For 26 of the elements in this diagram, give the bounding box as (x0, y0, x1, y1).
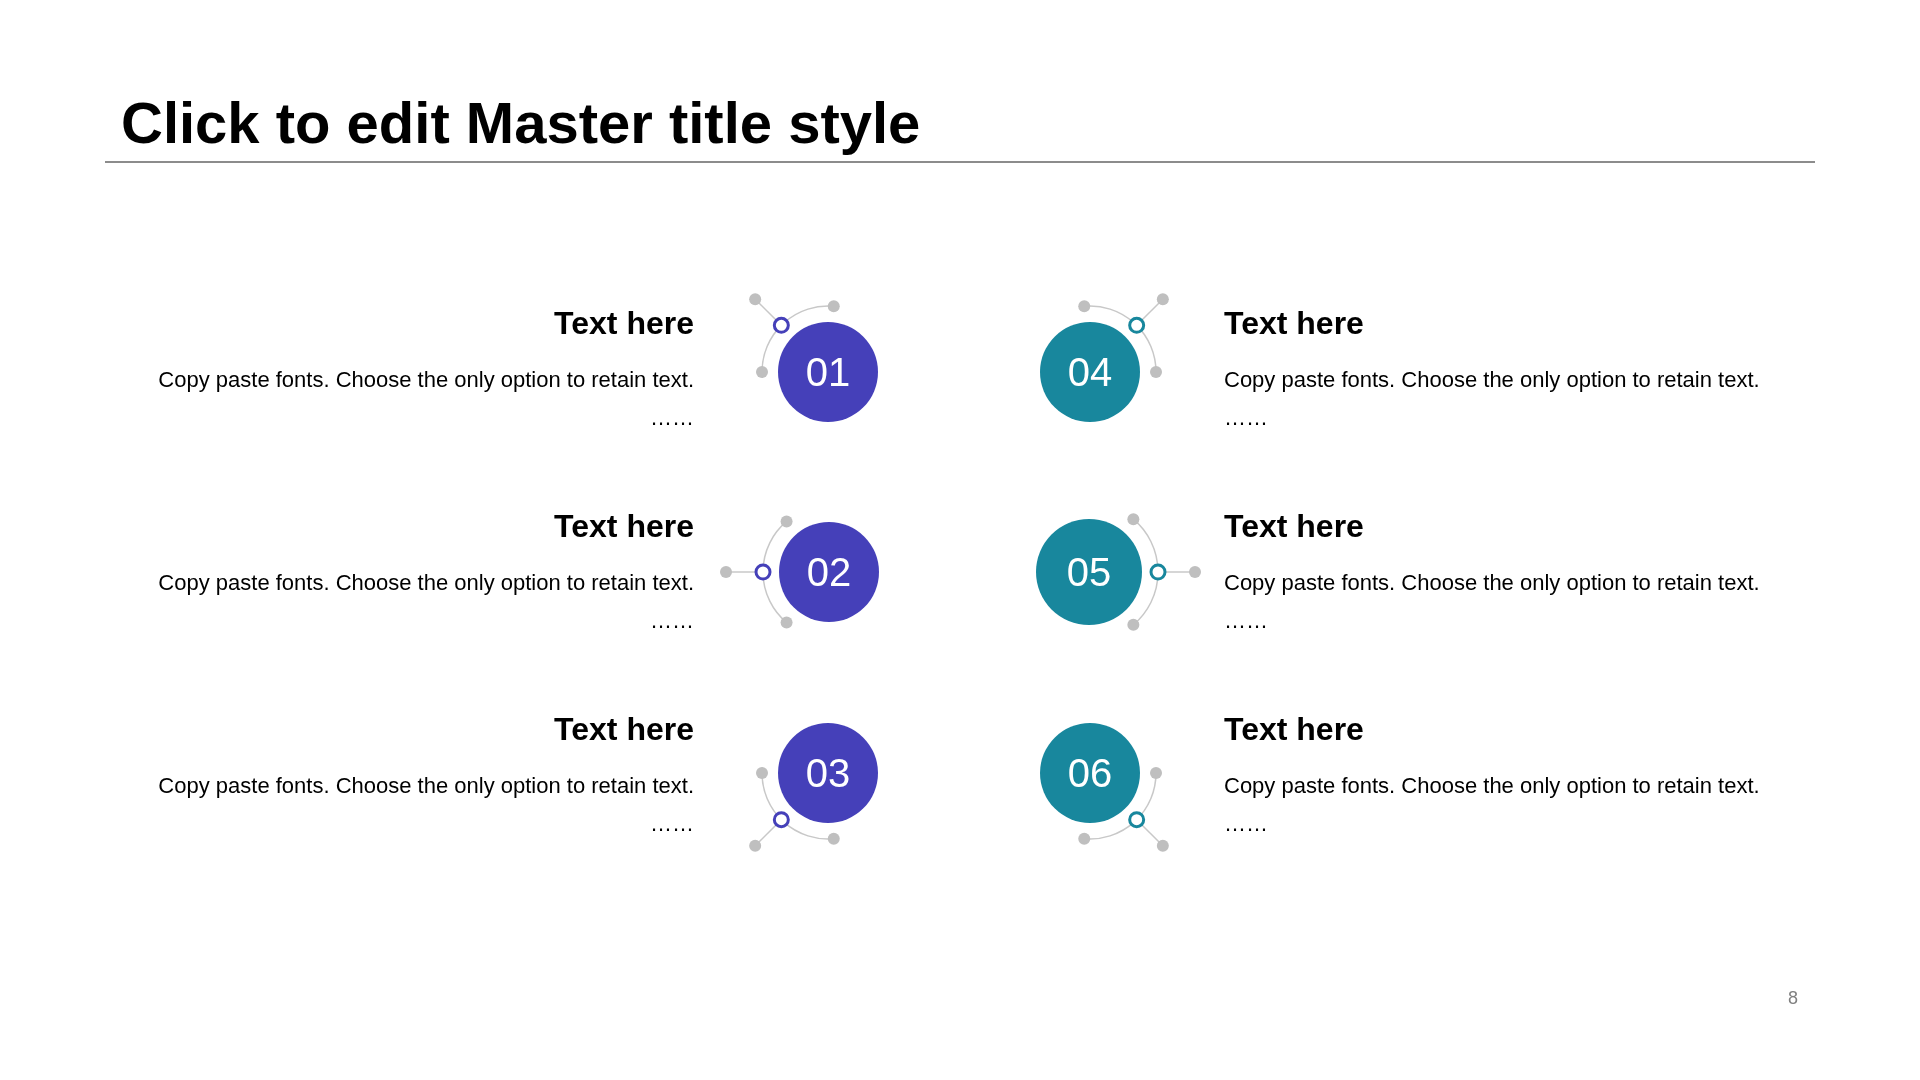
item-heading: Text here (1224, 305, 1364, 342)
ellipsis-text: …… (1224, 405, 1268, 431)
item-heading: Text here (1224, 508, 1364, 545)
step-number: 03 (805, 753, 851, 793)
ellipsis-text: …… (1224, 811, 1268, 837)
step-number: 04 (1067, 352, 1113, 392)
item-description: Copy paste fonts. Choose the only option to retain text. (158, 367, 694, 393)
step-number: 06 (1067, 753, 1113, 793)
slide-title: Click to edit Master title style (121, 90, 921, 157)
step-number: 05 (1066, 552, 1112, 592)
item-heading: Text here (554, 508, 694, 545)
item-heading: Text here (554, 711, 694, 748)
ellipsis-text: …… (650, 608, 694, 634)
step-number: 01 (805, 352, 851, 392)
item-heading: Text here (554, 305, 694, 342)
step-number: 02 (806, 552, 852, 592)
ellipsis-text: …… (650, 405, 694, 431)
ellipsis-text: …… (650, 811, 694, 837)
item-description: Copy paste fonts. Choose the only option to retain text. (158, 773, 694, 799)
ellipsis-text: …… (1224, 608, 1268, 634)
item-description: Copy paste fonts. Choose the only option to retain text. (1224, 367, 1760, 393)
item-description: Copy paste fonts. Choose the only option to retain text. (158, 570, 694, 596)
item-description: Copy paste fonts. Choose the only option to retain text. (1224, 773, 1760, 799)
item-heading: Text here (1224, 711, 1364, 748)
page-number: 8 (1788, 988, 1798, 1009)
item-description: Copy paste fonts. Choose the only option to retain text. (1224, 570, 1760, 596)
